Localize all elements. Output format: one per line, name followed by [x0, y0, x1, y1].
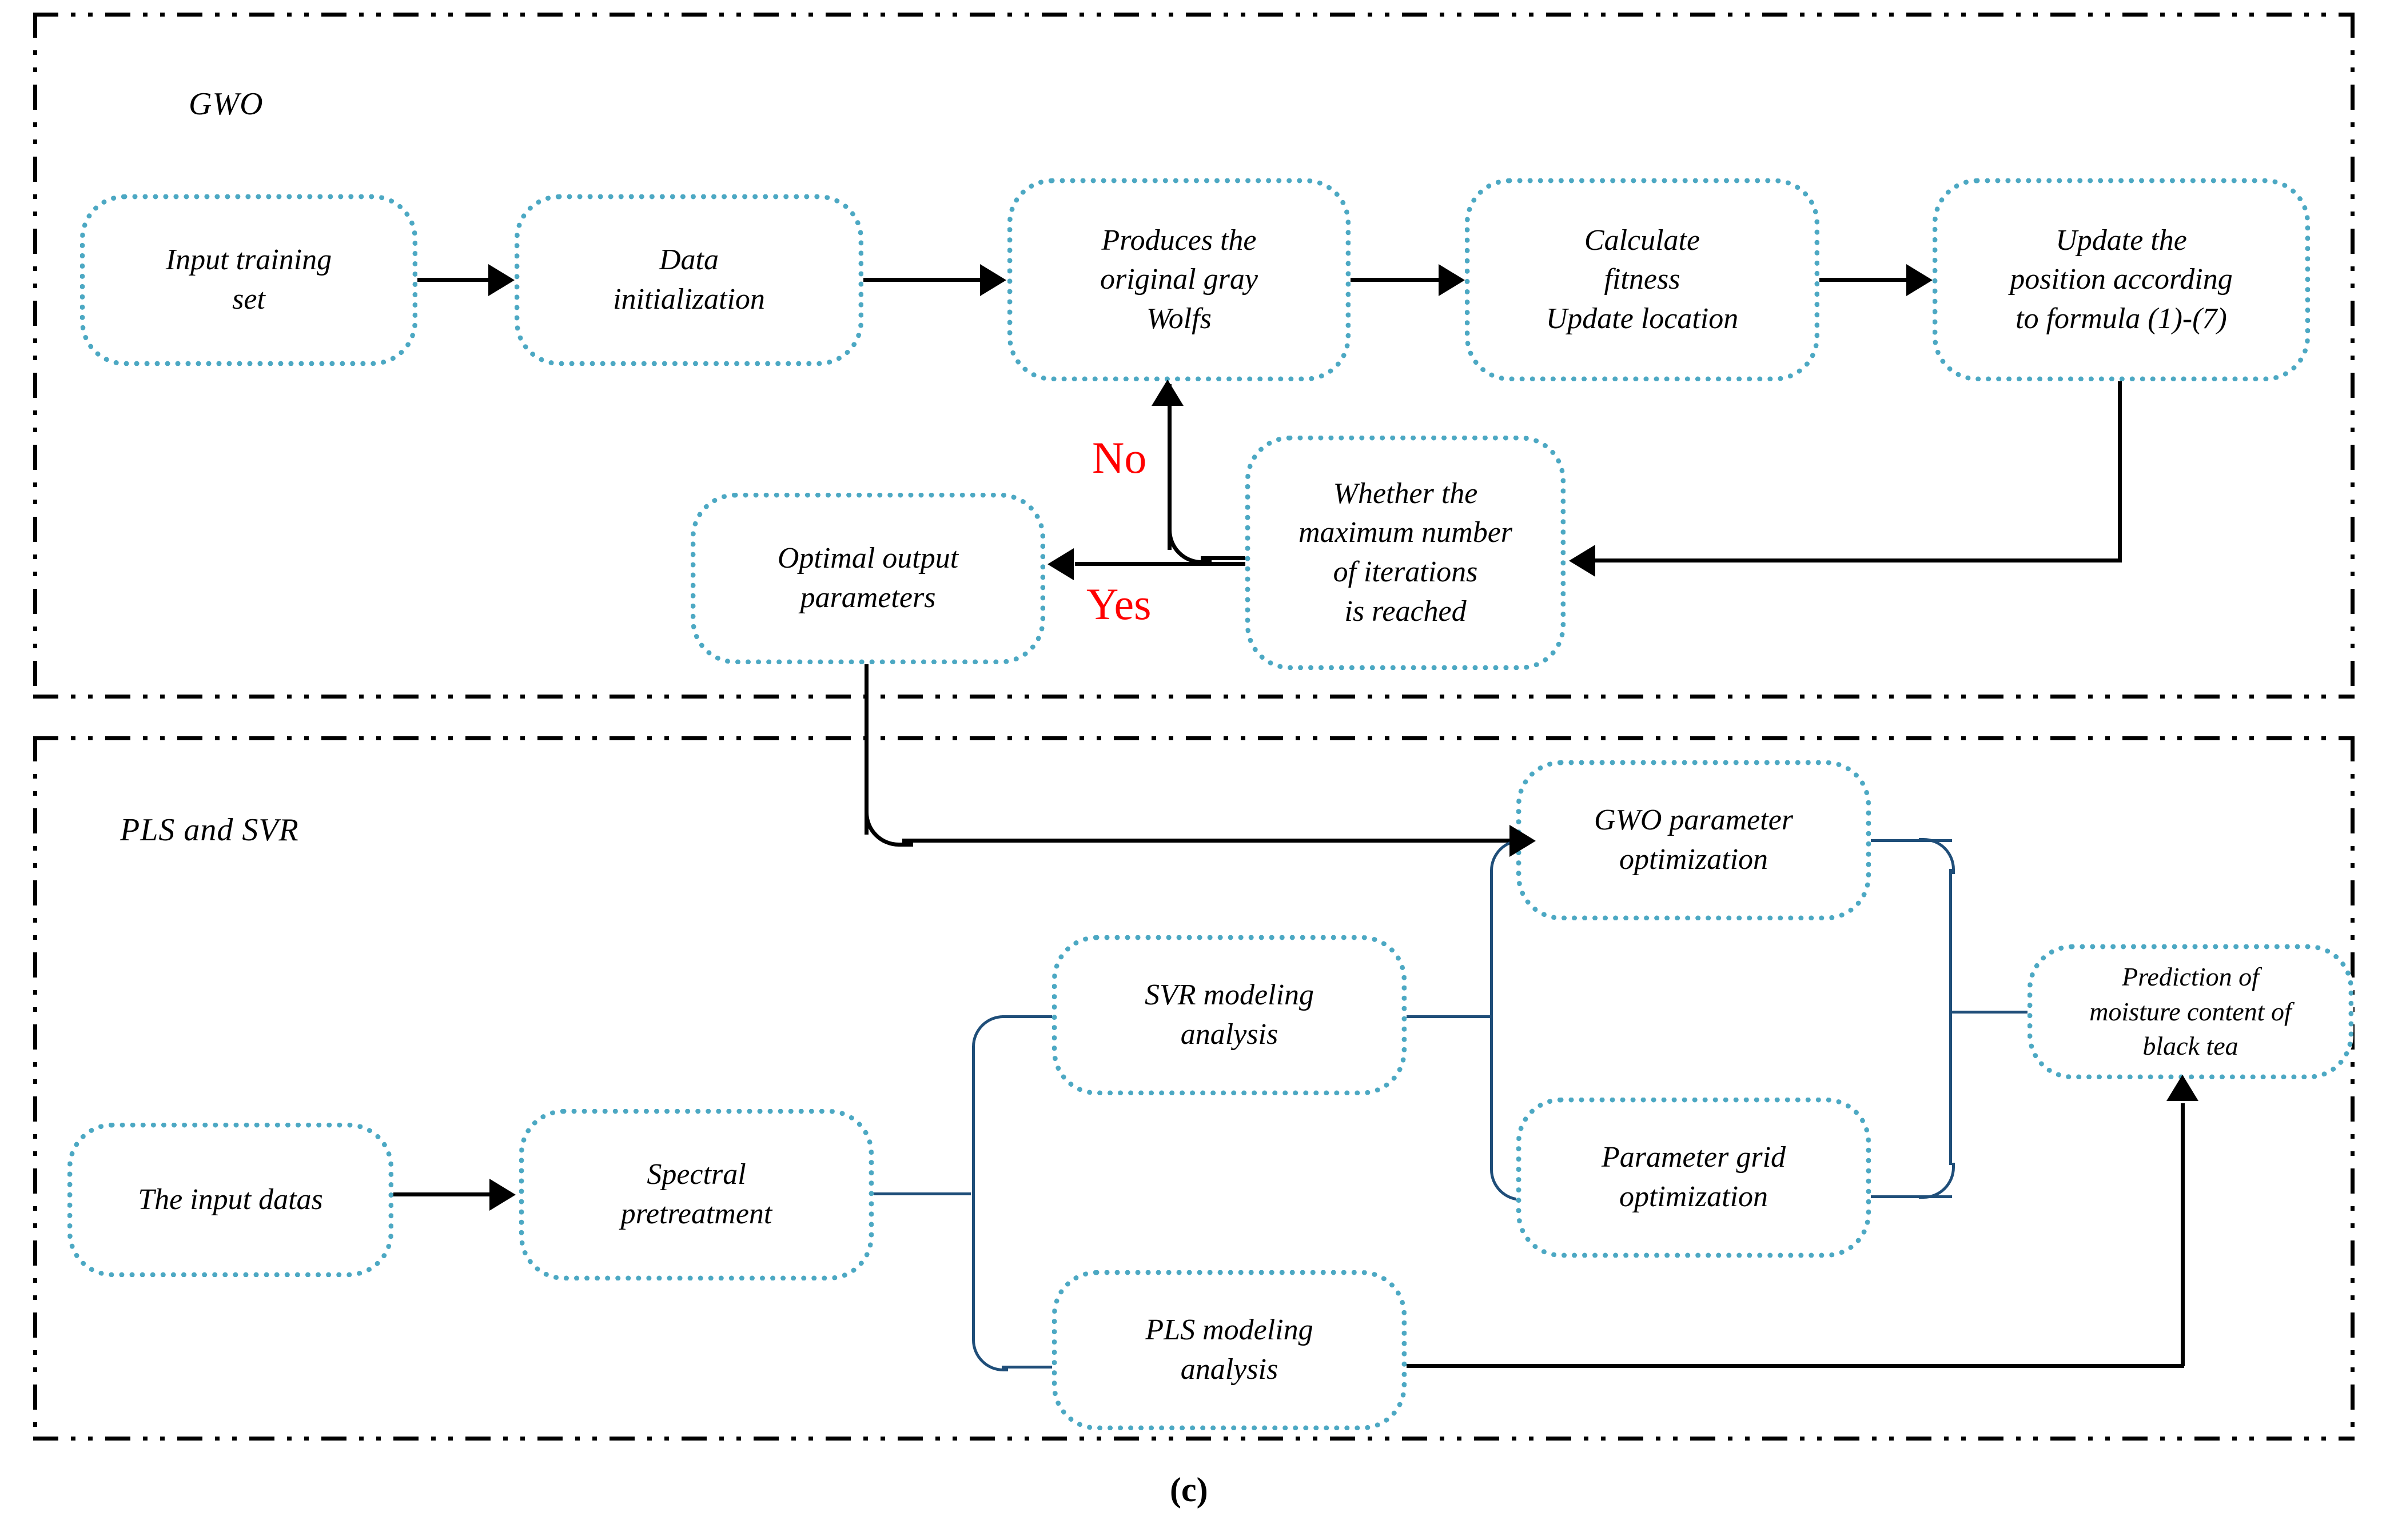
svr-split-vertical: [1490, 870, 1493, 1167]
node-calculate-fitness-update-location[interactable]: Calculate fitness Update location: [1465, 178, 1819, 381]
arrow-head-input-to-init: [488, 264, 515, 296]
no-branch-vertical: [1168, 384, 1172, 550]
arrow-line-init-to-produces: [863, 278, 982, 282]
svr-out-stub: [1402, 1015, 1491, 1018]
arrow-head-calc-to-update: [1906, 264, 1933, 296]
panel-pls-svr-label: PLS and SVR: [120, 812, 299, 848]
node-spectral-pretreatment-label: Spectral pretreatment: [620, 1158, 772, 1230]
merge-line-to-prediction: [1952, 1011, 2038, 1014]
node-input-training-set[interactable]: Input training set: [80, 194, 417, 366]
node-parameter-grid-optimization[interactable]: Parameter grid optimization: [1516, 1098, 1871, 1258]
split-bracket-vertical: [972, 1046, 975, 1338]
split-line-to-svr: [1002, 1015, 1057, 1018]
merge-bracket-vertical: [1949, 869, 1952, 1165]
node-svr-modeling-analysis[interactable]: SVR modeling analysis: [1052, 935, 1407, 1095]
node-produces-original-gray-wolfs[interactable]: Produces the original gray Wolfs: [1007, 178, 1351, 381]
panel-gwo: [33, 13, 2355, 699]
yes-branch-arrow-head: [1047, 548, 1074, 580]
panel-gwo-label: GWO: [189, 86, 264, 122]
split-line-to-pls: [1002, 1366, 1057, 1369]
node-prediction-moisture-content-label: Prediction of moisture content of black …: [2089, 961, 2292, 1061]
arrow-line-datas-to-spectral: [393, 1192, 492, 1196]
node-gwo-parameter-optimization[interactable]: GWO parameter optimization: [1516, 760, 1871, 920]
node-pls-modeling-analysis-label: PLS modeling analysis: [1145, 1314, 1313, 1386]
node-optimal-output-parameters-label: Optimal output parameters: [777, 542, 959, 614]
node-produces-original-gray-wolfs-label: Produces the original gray Wolfs: [1100, 224, 1258, 335]
grid-out-stub: [1867, 1195, 1952, 1198]
arrow-line-calc-to-update: [1819, 278, 1909, 282]
no-branch-horizontal: [1201, 556, 1252, 560]
pls-to-prediction-vertical: [2181, 1103, 2185, 1366]
panel-gwo-border-left: [33, 13, 37, 699]
node-parameter-grid-optimization-label: Parameter grid optimization: [1601, 1141, 1786, 1213]
arrow-head-init-to-produces: [980, 264, 1006, 296]
arrow-line-produces-to-calc: [1351, 278, 1441, 282]
arrow-head-datas-to-spectral: [489, 1179, 516, 1211]
arrow-line-input-to-init: [417, 278, 491, 282]
panel-gwo-border-right: [2351, 13, 2355, 699]
node-update-position-formula[interactable]: Update the position according to formula…: [1933, 178, 2310, 381]
node-pls-modeling-analysis[interactable]: PLS modeling analysis: [1052, 1270, 1407, 1430]
no-branch-arrow-head: [1152, 380, 1184, 406]
feedback-arrow-head: [1569, 545, 1595, 577]
node-data-initialization[interactable]: Data initialization: [515, 194, 863, 366]
node-prediction-moisture-content[interactable]: Prediction of moisture content of black …: [2027, 944, 2353, 1079]
split-stub-from-spectral: [874, 1192, 971, 1195]
panel-gwo-border-top: [33, 13, 2355, 17]
node-the-input-datas[interactable]: The input datas: [67, 1123, 393, 1277]
node-calculate-fitness-label: Calculate fitness Update location: [1545, 224, 1739, 335]
cross-panel-corner: [865, 800, 913, 847]
node-the-input-datas-label: The input datas: [138, 1183, 323, 1216]
arrow-head-produces-to-calc: [1439, 264, 1465, 296]
pls-to-prediction-arrow-head: [2166, 1075, 2198, 1101]
node-optimal-output-parameters[interactable]: Optimal output parameters: [691, 493, 1045, 664]
node-update-position-formula-label: Update the position according to formula…: [2010, 224, 2233, 335]
cross-panel-arrow-head: [1509, 825, 1536, 857]
panel-pls-svr-border-top: [33, 736, 2355, 740]
cross-panel-line-vertical: [865, 663, 869, 835]
node-data-initialization-label: Data initialization: [613, 244, 765, 316]
figure-caption: (c): [1170, 1471, 1208, 1509]
panel-pls-svr-border-right: [2351, 736, 2355, 1441]
decision-label-no: No: [1092, 433, 1147, 482]
node-input-training-set-label: Input training set: [165, 244, 332, 316]
panel-gwo-border-bottom: [33, 695, 2355, 699]
feedback-line-horizontal: [1595, 558, 2121, 562]
panel-pls-svr-border-bottom: [33, 1437, 2355, 1441]
gwo-param-out-stub: [1867, 839, 1952, 842]
node-whether-max-iterations-label: Whether the maximum number of iterations…: [1298, 477, 1513, 628]
pls-to-prediction-horizontal: [1402, 1364, 2184, 1368]
node-gwo-parameter-optimization-label: GWO parameter optimization: [1594, 804, 1794, 876]
decision-label-yes: Yes: [1086, 579, 1152, 629]
panel-pls-svr-border-left: [33, 736, 37, 1441]
yes-branch-horizontal: [1075, 562, 1246, 566]
cross-panel-line-horizontal: [902, 839, 1514, 843]
panel-pls-svr: [33, 736, 2355, 1441]
node-svr-modeling-analysis-label: SVR modeling analysis: [1144, 979, 1315, 1051]
node-spectral-pretreatment[interactable]: Spectral pretreatment: [519, 1109, 874, 1280]
node-whether-max-iterations[interactable]: Whether the maximum number of iterations…: [1245, 436, 1566, 670]
feedback-line-vertical: [2118, 380, 2122, 562]
